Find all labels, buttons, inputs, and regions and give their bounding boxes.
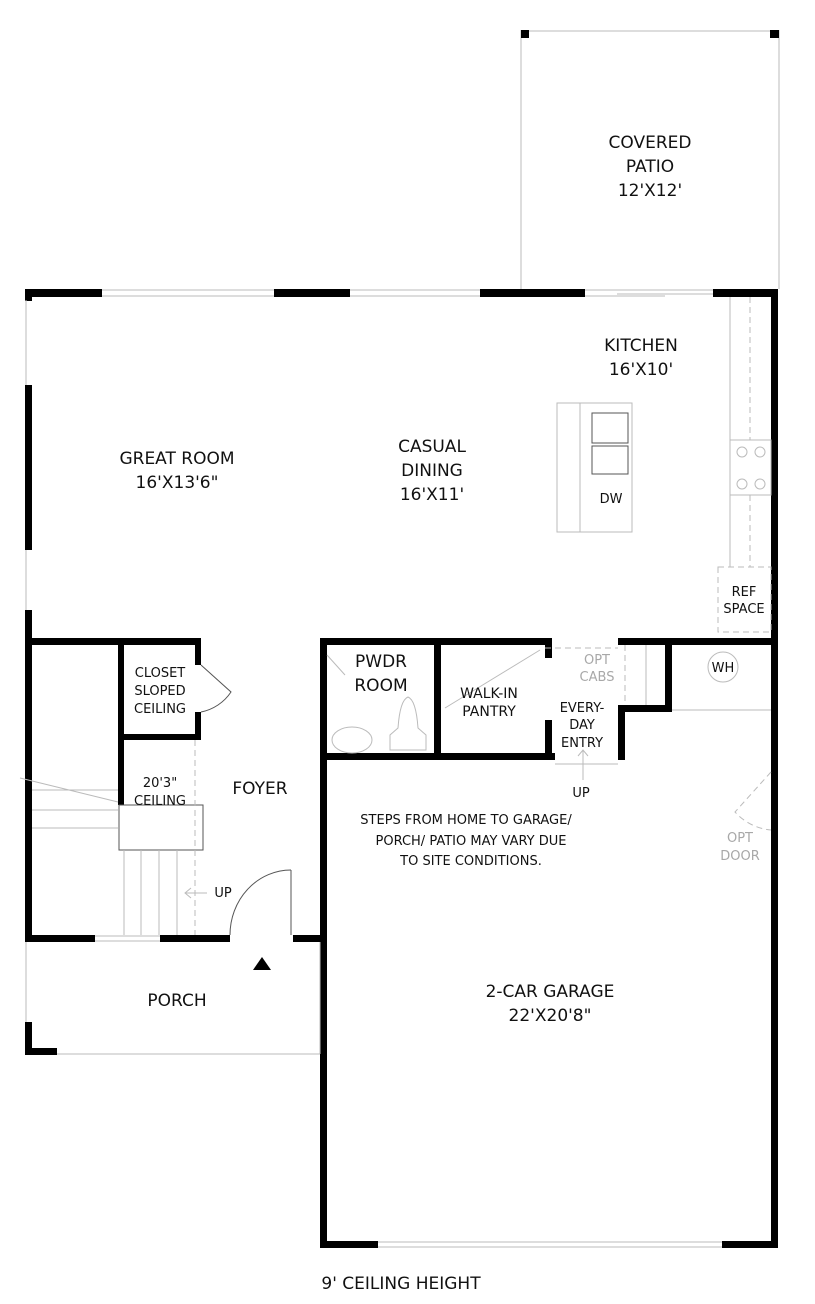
garage-label: 2-CAR GARAGE — [486, 982, 615, 1002]
window — [102, 289, 480, 297]
opt-door-label: DOOR — [720, 849, 760, 864]
patio-size: 12'X12' — [618, 181, 682, 201]
entry-label: EVERY- — [560, 701, 605, 716]
closet-label: SLOPED — [134, 684, 185, 699]
opt-door-swing — [734, 771, 772, 831]
ref-label: SPACE — [723, 602, 764, 617]
kitchen-label: KITCHEN — [604, 336, 678, 356]
opt-cabs-label: CABS — [580, 670, 615, 685]
note-line: STEPS FROM HOME TO GARAGE/ — [360, 813, 572, 828]
kitchen-counter — [717, 297, 772, 633]
dining-label: DINING — [401, 461, 463, 481]
water-heater — [707, 651, 739, 683]
ref-space — [717, 566, 772, 633]
foyer-label: FOYER — [232, 779, 287, 799]
entry-arrow-icon — [253, 957, 271, 970]
sliding-door — [585, 289, 713, 297]
opt-door-label: OPT — [727, 831, 753, 846]
pantry-label: WALK-IN — [460, 686, 518, 702]
closet-label: CEILING — [134, 702, 186, 717]
kitchen-size: 16'X10' — [609, 360, 673, 380]
great-room-label: GREAT ROOM — [119, 449, 234, 469]
up-label: UP — [214, 886, 232, 901]
up-arrow-icon — [577, 749, 589, 780]
ceiling-label: CEILING — [134, 794, 186, 809]
note-line: TO SITE CONDITIONS. — [399, 854, 542, 869]
great-room-size: 16'X13'6" — [136, 473, 219, 493]
porch-label: PORCH — [147, 991, 206, 1011]
ref-label: REF — [732, 585, 757, 600]
dishwasher-label: DW — [600, 492, 623, 507]
wh-label: WH — [712, 661, 735, 676]
entry-label: DAY — [569, 718, 595, 733]
pantry-label: PANTRY — [462, 704, 516, 720]
patio-label: PATIO — [626, 157, 674, 177]
walls — [19, 289, 778, 1248]
staircase — [19, 777, 178, 935]
ceiling-height-caption: 9' CEILING HEIGHT — [321, 1274, 481, 1294]
patio-label: COVERED — [609, 133, 692, 153]
front-door — [229, 869, 292, 936]
ceiling-label: 20'3" — [143, 776, 177, 791]
garage-size: 22'X20'8" — [509, 1006, 592, 1026]
pwdr-label: PWDR — [355, 652, 407, 672]
kitchen-island — [556, 402, 633, 533]
up-arrow-icon — [184, 887, 207, 899]
pwdr-label: ROOM — [354, 676, 407, 696]
opt-cabs-label: OPT — [584, 653, 610, 668]
entry-label: ENTRY — [561, 736, 603, 751]
note-line: PORCH/ PATIO MAY VARY DUE — [376, 834, 567, 849]
closet-label: CLOSET — [135, 666, 186, 681]
dining-size: 16'X11' — [400, 485, 464, 505]
covered-patio — [520, 30, 780, 289]
dining-label: CASUAL — [398, 437, 466, 457]
powder-fixtures — [331, 696, 427, 754]
up-label: UP — [572, 786, 590, 801]
